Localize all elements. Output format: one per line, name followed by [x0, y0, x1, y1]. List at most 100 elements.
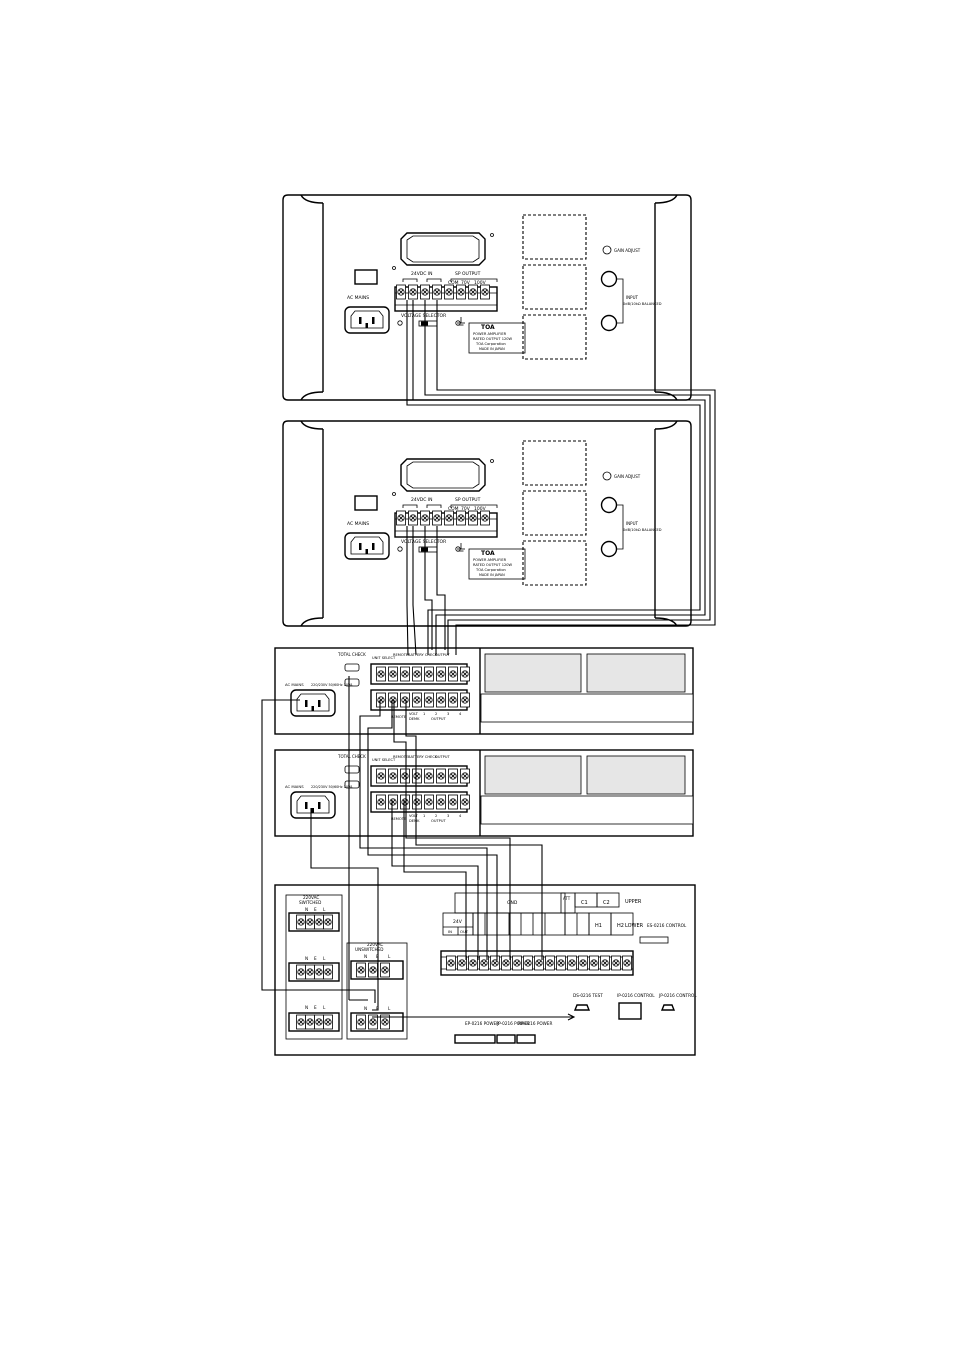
sw-e-label-1: E [314, 907, 317, 912]
24v-label: 24V [453, 919, 463, 925]
charger-unit-1: TOTAL CHECK UNIT SELECT REMOTE BATTERY C… [274, 647, 694, 735]
unit1-out3-label: 3 [447, 712, 449, 716]
sw-n-label-1: N [305, 907, 308, 912]
unit2-total-check-label: TOTAL CHECK [337, 754, 366, 759]
lower-label: LOWER [625, 923, 644, 929]
amp1-brand-logo: TOA [481, 324, 495, 331]
unit1-output-lower-label: OUTPUT [431, 717, 446, 721]
amp1-input-spec-label: 0dB/10kΩ BALANCED [623, 302, 662, 306]
ep-power-label: EP-0216 POWER [465, 1021, 499, 1026]
unit2-output-label: OUTPUT [435, 755, 450, 759]
h2-label: H2 [617, 923, 624, 929]
usw-l-label-1: L [388, 954, 391, 959]
sw-l-label-2: L [323, 956, 326, 961]
amp2-maker-label: TOA Corporation [475, 568, 506, 572]
amp1-dc-in-label: 24VDC IN [411, 271, 433, 277]
amp2-70v-label: 70V [461, 506, 471, 512]
amp1-model-label: POWER AMPLIFIER [473, 332, 507, 336]
gnd-label: GND [507, 900, 518, 906]
amp1-input-label: INPUT [626, 295, 639, 300]
amp1-100v-label: 100V [474, 280, 487, 286]
unit2-remote-lower-label: REMOTE [391, 817, 407, 821]
unswitched-220vac-label: 220VAC [367, 942, 383, 947]
usw-n-label-2: N [364, 1006, 367, 1011]
unit2-volt-label: VOLT [409, 814, 419, 818]
unit1-remote-lower-label: REMOTE [391, 715, 407, 719]
upper-label: UPPER [625, 899, 642, 905]
amp2-made-in-label: MADE IN JAPAN [479, 573, 505, 577]
unit1-out2-label: 2 [435, 712, 437, 716]
amp1-made-in-label: MADE IN JAPAN [479, 347, 505, 351]
amp2-rated-label: RATED OUTPUT 120W [473, 563, 513, 567]
unit2-unit-select-label: UNIT SELECT [372, 758, 396, 762]
unit1-out1-label: 1 [423, 712, 425, 716]
unit1-remote-label: REMOTE [393, 653, 409, 657]
es-control-label: ES-0216 CONTROL [647, 923, 687, 928]
sw-n-label-2: N [305, 956, 308, 961]
wiring [261, 300, 716, 1021]
amp1-com-label: COM [448, 280, 459, 286]
in-label: IN [448, 929, 452, 934]
jp-control-label: JP-0216 CONTROL [658, 993, 697, 998]
att-label: ATT [563, 896, 571, 901]
unit1-out4-label: 4 [459, 712, 462, 716]
amp2-model-label: POWER AMPLIFIER [473, 558, 507, 562]
unswitched-label: UNSWITCHED [355, 947, 384, 952]
c2-label: C2 [603, 900, 610, 906]
jp-power-label: JP-0216 POWER [496, 1021, 530, 1026]
unit2-out4-label: 4 [459, 814, 462, 818]
ip-control-label: IP-0216 CONTROL [617, 993, 655, 998]
unit1-total-check-label: TOTAL CHECK [337, 652, 366, 657]
unit1-output-label: OUTPUT [435, 653, 450, 657]
amp2-voltage-selector-label: VOLTAGE SELECTOR [401, 539, 446, 545]
sw-e-label-3: E [314, 1005, 317, 1010]
c1-label: C1 [581, 900, 588, 906]
power-amplifier-1: 24VDC IN SP OUTPUT COM 70V 100V VOLTAGE … [282, 194, 692, 401]
sw-l-label-3: L [323, 1005, 326, 1010]
unit1-ac-mains-label: AC MAINS [285, 682, 304, 687]
ds-test-label: DS-0216 TEST [573, 993, 603, 998]
h1-label: H1 [595, 923, 602, 929]
sw-e-label-2: E [314, 956, 317, 961]
amp2-input-label: INPUT [626, 521, 639, 526]
amp2-sp-output-label: SP OUTPUT [455, 497, 481, 503]
amp2-gain-adjust-label: GAIN ADJUST [614, 474, 641, 479]
rp-power-label: RP-0216 POWER [518, 1021, 552, 1026]
amp1-gain-adjust-label: GAIN ADJUST [614, 248, 641, 253]
unit2-out1-label: 1 [423, 814, 425, 818]
amp1-sp-output-label: SP OUTPUT [455, 271, 481, 277]
amp1-rated-label: RATED OUTPUT 120W [473, 337, 513, 341]
amp2-brand-logo: TOA [481, 550, 495, 557]
switched-220vac-label: 220VAC [303, 895, 319, 900]
amp1-maker-label: TOA Corporation [475, 342, 506, 346]
usw-l-label-2: L [388, 1006, 391, 1011]
unit2-remote-label: REMOTE [393, 755, 409, 759]
unit2-demk-label: DEMK [409, 819, 420, 823]
amp1-voltage-selector-label: VOLTAGE SELECTOR [401, 313, 446, 319]
unit2-battery-check-label: BATTERY CHECK [408, 755, 438, 759]
unit1-battery-check-label: BATTERY CHECK [408, 653, 438, 657]
amp2-input-spec-label: 0dB/10kΩ BALANCED [623, 528, 662, 532]
amp2-100v-label: 100V [474, 506, 487, 512]
unit2-output-lower-label: OUTPUT [431, 819, 446, 823]
amp2-ac-mains-label: AC MAINS [347, 521, 369, 527]
unit1-demk-label: DEMK [409, 717, 420, 721]
amp1-70v-label: 70V [461, 280, 471, 286]
power-amplifier-2: 24VDC IN SP OUTPUT COM 70V 100V VOLTAGE … [282, 420, 692, 627]
amp2-dc-in-label: 24VDC IN [411, 497, 433, 503]
charger-unit-2: TOTAL CHECK UNIT SELECT REMOTE BATTERY C… [274, 749, 694, 837]
unit2-out3-label: 3 [447, 814, 449, 818]
unit2-ac-mains-label: AC MAINS [285, 784, 304, 789]
switched-label: SWITCHED [299, 900, 321, 905]
amp1-ac-mains-label: AC MAINS [347, 295, 369, 301]
amp2-com-label: COM [448, 506, 459, 512]
sw-l-label-1: L [323, 907, 326, 912]
control-panel: 220VAC SWITCHED N E L N E L N E L 220VAC… [274, 884, 697, 1056]
unit2-out2-label: 2 [435, 814, 437, 818]
out-label: OUT [460, 929, 469, 934]
unit1-volt-label: VOLT [409, 712, 419, 716]
sw-n-label-3: N [305, 1005, 308, 1010]
usw-n-label-1: N [364, 954, 367, 959]
unit1-unit-select-label: UNIT SELECT [372, 656, 396, 660]
